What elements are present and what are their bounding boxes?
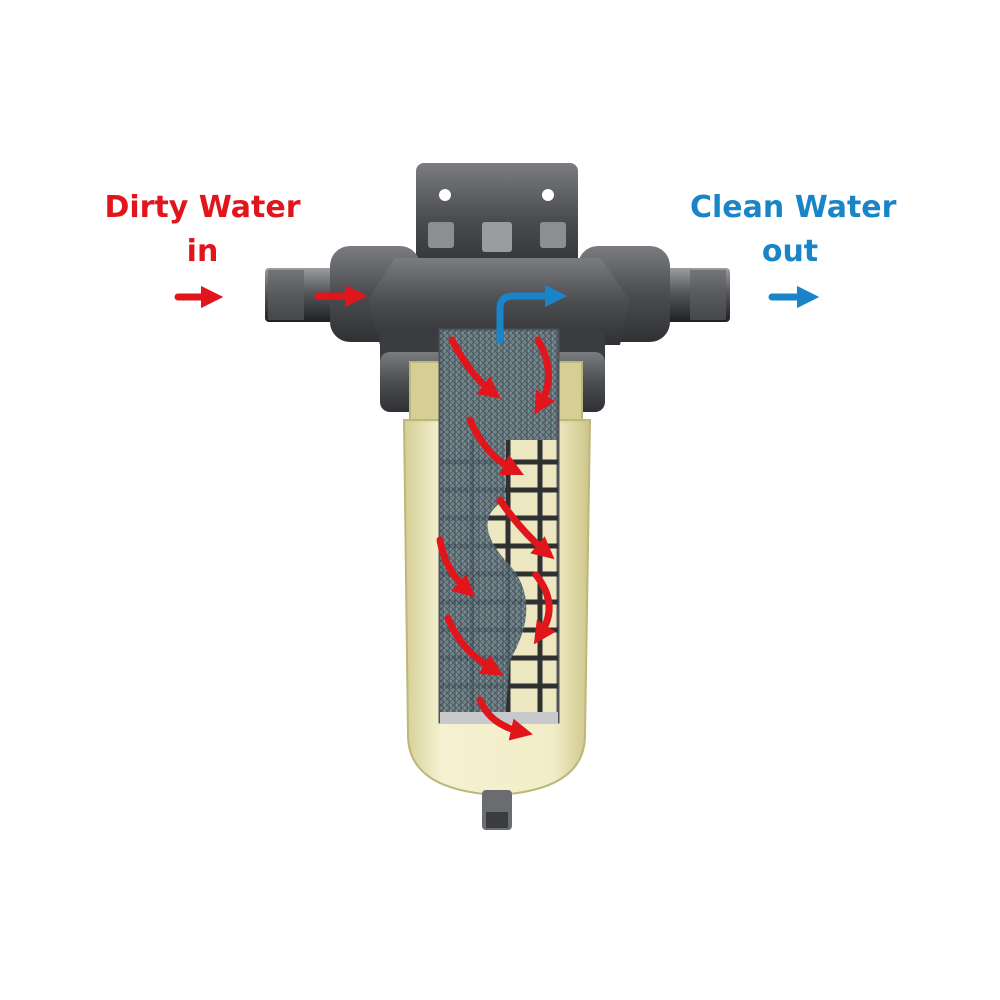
mesh-screen — [440, 330, 558, 720]
swirl-arrow-6-icon — [532, 571, 556, 645]
inlet-label-line1: Dirty Water — [104, 190, 301, 225]
filter-cartridge — [438, 328, 560, 724]
swirl-arrow-4-icon — [496, 496, 555, 560]
clean-flow-arrows — [496, 284, 820, 344]
outlet-label-line2: out — [761, 234, 819, 269]
swirl-arrow-3-icon — [466, 416, 524, 476]
inlet-label: Dirty Water in — [100, 186, 305, 274]
mounting-bracket — [416, 163, 578, 273]
clean-flow-arrow-icon — [496, 284, 568, 344]
swirl-arrow-7-icon — [444, 614, 504, 676]
outlet-label: Clean Water out — [690, 186, 897, 274]
inlet-label-line2: in — [186, 234, 219, 269]
dirty-flow-arrows — [174, 284, 556, 741]
swirl-arrow-2-icon — [534, 336, 556, 415]
swirl-arrow-8-icon — [476, 696, 533, 741]
outlet-label-line1: Clean Water — [690, 190, 897, 225]
swirl-arrow-1-icon — [448, 336, 501, 399]
swirl-arrow-5-icon — [436, 536, 476, 598]
